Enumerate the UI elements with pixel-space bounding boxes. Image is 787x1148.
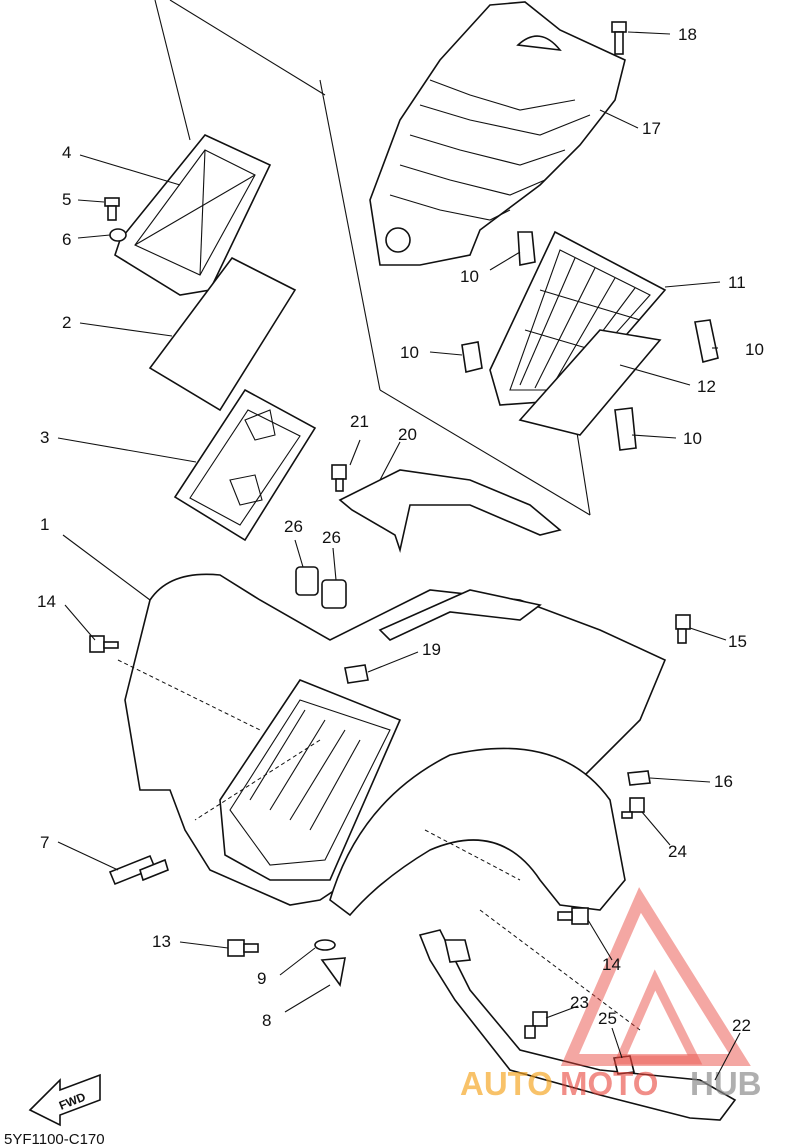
callout-labels: 1 2 3 4 5 6 7 8 9 10 10 10 10 11 12 13 1… [37, 25, 764, 1035]
bolt-part-24 [621, 797, 645, 819]
clip-part-10-d [614, 407, 637, 451]
callout-22: 22 [732, 1016, 751, 1035]
screw-part-21 [331, 464, 347, 492]
callout-8: 8 [262, 1011, 271, 1030]
callout-25: 25 [598, 1009, 617, 1028]
callout-20: 20 [398, 425, 417, 444]
watermark-auto: AUTO [460, 1065, 553, 1102]
callout-10-c: 10 [745, 340, 764, 359]
washer-part-6 [109, 228, 127, 242]
nut-part-19 [344, 664, 369, 684]
callout-10-a: 10 [460, 267, 479, 286]
callout-26-b: 26 [322, 528, 341, 547]
clip-part-10-a [517, 231, 536, 266]
screw-part-5 [104, 197, 120, 221]
callout-9: 9 [257, 969, 266, 988]
callout-2: 2 [62, 313, 71, 332]
cap-part-8 [320, 957, 346, 987]
callout-15: 15 [728, 632, 747, 651]
grille-part-11 [489, 230, 667, 406]
watermark-logo: AUTO MOTO HUB [460, 887, 762, 1102]
callout-14-left: 14 [37, 592, 56, 611]
callout-19: 19 [422, 640, 441, 659]
rear-cover-part-17 [369, 1, 626, 266]
grommet-part-26-b [321, 579, 347, 609]
assembly-dash-lines [117, 659, 641, 1031]
callout-24: 24 [668, 842, 687, 861]
callout-3: 3 [40, 428, 49, 447]
callout-21: 21 [350, 412, 369, 431]
callout-17: 17 [642, 119, 661, 138]
bolt-part-14-left [89, 635, 119, 653]
watermark-moto: MOTO [560, 1065, 658, 1102]
callout-10-d: 10 [683, 429, 702, 448]
callout-7: 7 [40, 833, 49, 852]
callout-4: 4 [62, 143, 71, 162]
callout-13: 13 [152, 932, 171, 951]
bolt-part-14-right [557, 907, 589, 925]
callout-12: 12 [697, 377, 716, 396]
screw-part-18 [611, 21, 627, 55]
bracket-part-20 [338, 469, 562, 553]
callout-26-a: 26 [284, 517, 303, 536]
callout-6: 6 [62, 230, 71, 249]
nut-part-25 [613, 1055, 635, 1075]
clip-part-10-b [461, 341, 483, 373]
clip-part-10-c [694, 319, 719, 363]
callout-11: 11 [728, 273, 746, 292]
filter-pad-part-2 [148, 256, 297, 412]
rear-fender-part-1 [124, 573, 667, 906]
callout-5: 5 [62, 190, 71, 209]
bolt-part-23 [524, 1011, 548, 1039]
callout-1: 1 [40, 515, 49, 534]
washer-part-9 [314, 939, 336, 951]
exploded-guide-lines [154, 0, 591, 516]
bolt-part-13 [227, 939, 259, 957]
callout-leaders [57, 31, 741, 1081]
watermark-hub: HUB [690, 1065, 762, 1102]
diagram-code: 5YF1100-C170 [4, 1131, 105, 1148]
callout-16: 16 [714, 772, 733, 791]
grab-bar-part-22 [418, 929, 737, 1121]
mudguard [329, 747, 626, 917]
clip-part-16 [627, 770, 651, 786]
grommet-part-26-a [295, 566, 319, 596]
fwd-arrow: FWD [28, 1073, 101, 1127]
bolt-part-15 [675, 614, 691, 644]
callout-14-right: 14 [602, 955, 621, 974]
cable-part-7 [108, 854, 169, 886]
mesh-screen-part-3 [173, 388, 317, 542]
callout-10-b: 10 [400, 343, 419, 362]
screen-part-12 [518, 329, 662, 436]
callout-18: 18 [678, 25, 697, 44]
callout-23: 23 [570, 993, 589, 1012]
